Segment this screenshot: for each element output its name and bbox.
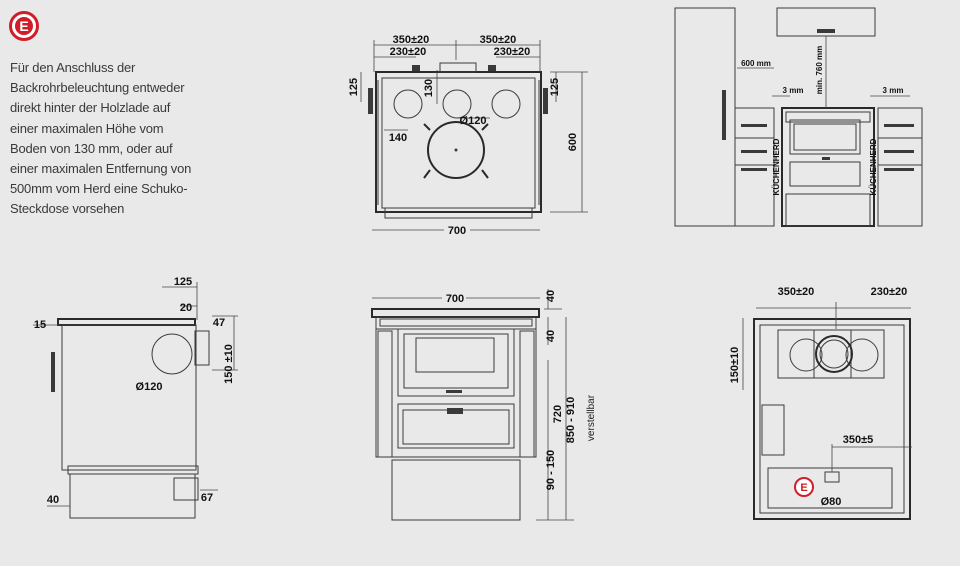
side-dim-20: 20 — [180, 302, 192, 314]
dim-min-760mm: min. 760 mm — [815, 46, 824, 94]
front-dim-90-150: 90 - 150 — [545, 450, 557, 490]
rear-view-air-inlet — [767, 467, 893, 509]
front-view-plinth — [391, 459, 521, 521]
rear-view-socket-marker-icon — [794, 477, 814, 497]
rear-dim-diameter-80: Ø80 — [821, 496, 842, 508]
note-line: Steckdose vorsehen — [10, 201, 125, 217]
left-base-cabinet — [734, 107, 775, 227]
note-line: 500mm vom Herd eine Schuko- — [10, 181, 188, 197]
kitchen-installation-drawing: KÜCHENHERD KÜCHENHERD 600 mm 3 mm 3 mm m… — [674, 7, 923, 227]
front-view-oven-window — [415, 337, 495, 373]
note-line: einer maximalen Höhe vom — [10, 120, 164, 136]
rear-view-socket — [824, 471, 840, 483]
side-view-flue-pipe — [151, 333, 193, 375]
rear-marker-letter: E — [800, 482, 807, 494]
installation-note: Für den Anschluss der Backrohrbeleuchtun… — [10, 58, 225, 220]
rear-dim-350-5: 350±5 — [843, 434, 874, 446]
dim-350-right: 350±20 — [480, 34, 517, 46]
front-view-drawing: 700 40 40 720 850 - 910 verstellbar 90 -… — [371, 289, 597, 521]
top-view-ring-left — [393, 89, 423, 119]
note-line: Boden von 130 mm, oder auf — [10, 140, 173, 156]
side-dim-125: 125 — [174, 276, 192, 288]
top-view-drawer — [384, 207, 533, 219]
side-dim-40: 40 — [47, 494, 59, 506]
kitchen-brand-left: KÜCHENHERD — [772, 138, 781, 195]
side-dim-150: 150 ±10 — [223, 344, 235, 384]
top-view-handle-left — [368, 88, 373, 114]
dim-3mm-right: 3 mm — [883, 86, 904, 95]
top-view-flue-outlet — [439, 62, 477, 73]
front-dim-850-910: 850 - 910 — [565, 397, 577, 443]
note-line: einer maximalen Entfernung von — [10, 161, 192, 177]
side-dim-47: 47 — [213, 317, 225, 329]
kitchen-brand-right: KÜCHENHERD — [869, 138, 878, 195]
dim-125-right: 125 — [549, 78, 561, 96]
rear-view-ring-left — [789, 338, 823, 372]
dim-600: 600 — [567, 133, 579, 151]
side-view-top — [57, 318, 196, 326]
front-view-top — [371, 308, 540, 318]
dim-125-left: 125 — [348, 78, 360, 96]
top-view-hotplate — [427, 121, 485, 179]
note-line: Für den Anschluss der — [10, 60, 136, 75]
note-line: direkt hinter der Holzlade auf — [10, 100, 171, 116]
top-view-ring-center — [442, 89, 472, 119]
front-view-oven-door — [397, 328, 515, 397]
dim-700-top: 700 — [448, 225, 466, 237]
rear-dim-230: 230±20 — [871, 286, 908, 298]
dim-diameter-120: Ø120 — [460, 115, 487, 127]
rear-view-drawing: E 350±20 230±20 150±10 350±5 Ø80 — [729, 286, 912, 520]
side-view-flue-outlet — [194, 330, 210, 366]
top-view-handle-right — [543, 88, 548, 114]
side-dim-67: 67 — [201, 492, 213, 504]
rear-view-flue-opening — [815, 335, 853, 373]
dim-350-left: 350±20 — [393, 34, 430, 46]
front-dim-40-top: 40 — [545, 290, 557, 302]
side-view-drawing: 125 20 15 47 150 ±10 Ø120 40 67 — [33, 276, 238, 519]
front-dim-720: 720 — [552, 405, 564, 423]
dim-3mm-left: 3 mm — [783, 86, 804, 95]
stove-oven-door — [789, 119, 861, 155]
rear-view-ring-right — [845, 338, 879, 372]
rear-dim-350: 350±20 — [778, 286, 815, 298]
front-view-ash-drawer — [397, 403, 515, 449]
side-dim-diameter-120: Ø120 — [136, 381, 163, 393]
rear-view-panel — [761, 404, 785, 456]
marker-letter: E — [15, 17, 33, 35]
stove-drawer — [789, 161, 861, 187]
dim-230-right: 230±20 — [494, 46, 531, 58]
dim-600mm: 600 mm — [741, 59, 771, 68]
side-dim-15: 15 — [34, 319, 46, 331]
front-dim-40-second: 40 — [545, 330, 557, 342]
right-base-cabinet — [877, 107, 923, 227]
rear-dim-150: 150±10 — [729, 347, 741, 384]
top-view-drawing: 350±20 350±20 230±20 230±20 125 125 130 … — [348, 34, 588, 237]
note-line: Backrohrbeleuchtung entweder — [10, 80, 185, 96]
dim-130: 130 — [423, 79, 435, 97]
front-dim-verstellbar: verstellbar — [586, 394, 597, 441]
front-dim-700: 700 — [446, 293, 464, 305]
side-view-body — [61, 324, 197, 471]
dim-140: 140 — [389, 132, 407, 144]
side-view-base — [69, 473, 196, 519]
rear-view-outline — [753, 318, 911, 520]
electric-socket-marker-icon: E — [9, 11, 39, 41]
dim-230-left: 230±20 — [390, 46, 427, 58]
top-view-ring-right — [491, 89, 521, 119]
